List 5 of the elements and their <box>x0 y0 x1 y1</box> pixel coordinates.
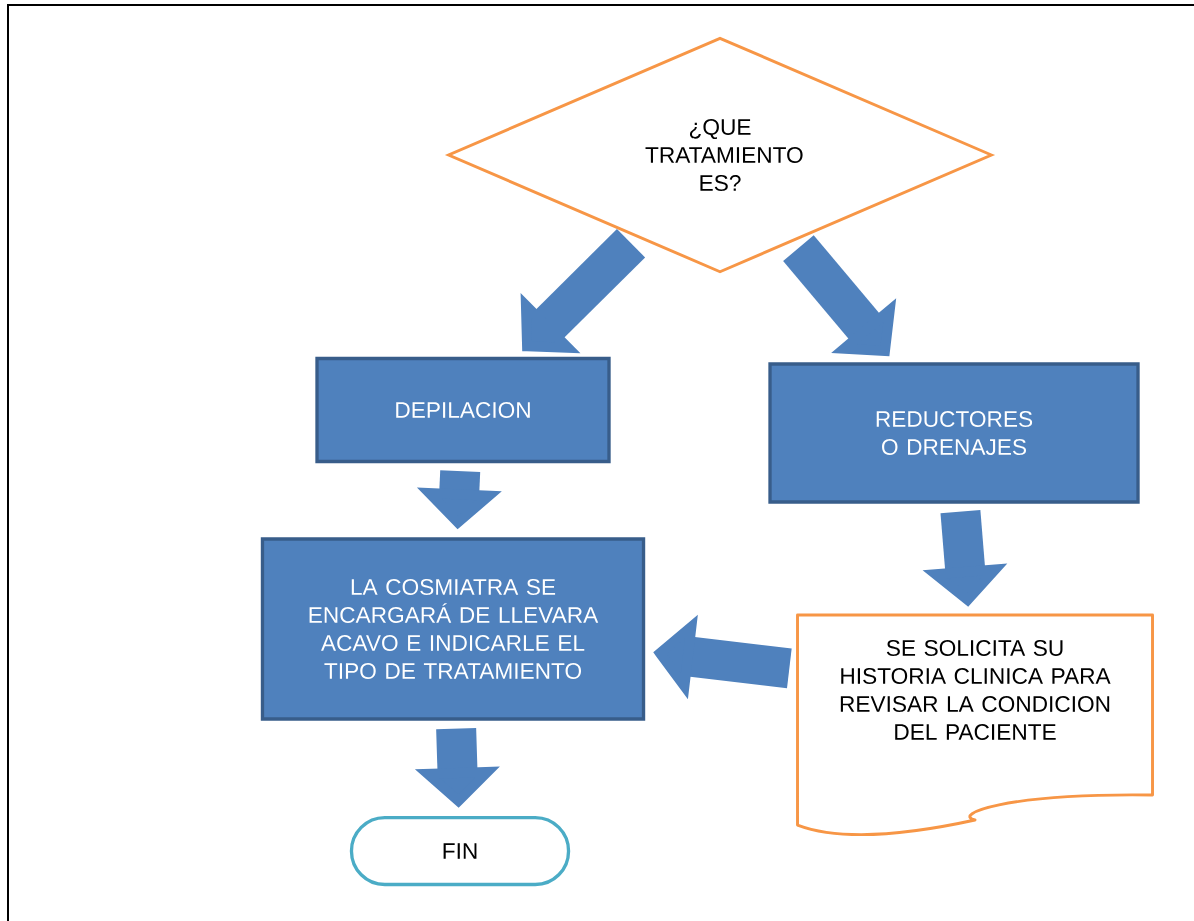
block-arrow <box>520 229 646 354</box>
process-box: LA COSMIATRA SE ENCARGARÁ DE LLEVARA ACAVO E INDICARLE EL TIPO DE TRATAMIENTO <box>260 537 646 721</box>
process-box: REDUCTORES O DRENAJES <box>768 362 1140 504</box>
terminal-box: FIN <box>349 815 571 887</box>
process-box: DEPILACION <box>315 356 611 464</box>
